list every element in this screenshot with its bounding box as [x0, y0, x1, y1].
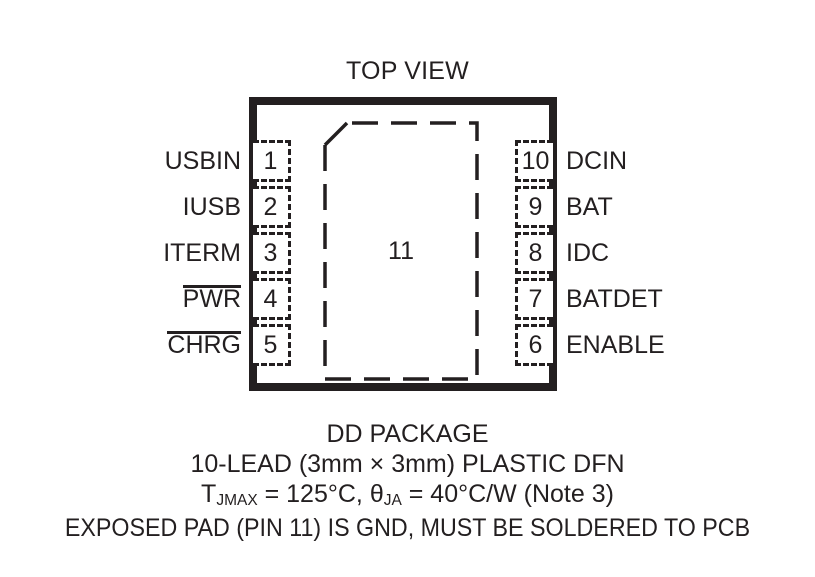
pin-label-chrg: CHRG	[167, 324, 241, 366]
caption-package-description: 10-LEAD (3mm × 3mm) PLASTIC DFN	[190, 450, 625, 478]
caption-exposed-pad-note: EXPOSED PAD (PIN 11) IS GND, MUST BE SOL…	[64, 514, 751, 542]
thermal-theta-subscript: JA	[383, 492, 402, 510]
pin-label-batdet-text: BATDET	[566, 285, 663, 313]
pin-label-dcin-text: DCIN	[566, 147, 628, 175]
pin-label-iusb: IUSB	[183, 186, 241, 228]
pin-pad-9: 9	[515, 186, 553, 228]
page-title: TOP VIEW	[346, 57, 469, 85]
pin-label-iusb-text: IUSB	[182, 193, 241, 221]
pin-label-iterm: ITERM	[163, 232, 241, 274]
pin-pad-4: 4	[253, 278, 291, 320]
pin-label-idc: IDC	[566, 232, 609, 274]
pin-label-enable: ENABLE	[566, 324, 665, 366]
pin-pad-5: 5	[253, 324, 291, 366]
exposed-pad-dashed-shape	[323, 121, 479, 381]
exposed-pad-outline: 11	[323, 121, 479, 381]
pin-label-usbin-text: USBIN	[164, 147, 241, 175]
pin-pad-8: 8	[515, 232, 553, 274]
pin-label-dcin: DCIN	[566, 140, 627, 182]
pin-pad-3: 3	[253, 232, 291, 274]
pin-label-idc-text: IDC	[566, 239, 610, 267]
pin-pad-6: 6	[515, 324, 553, 366]
thermal-theta-symbol: θ	[369, 480, 384, 508]
thermal-tj-value: = 125°C,	[257, 480, 370, 508]
pin-label-pwr-text: PWR	[182, 278, 242, 320]
pin-label-enable-text: ENABLE	[566, 331, 665, 359]
thermal-tj-subscript: JMAX	[216, 492, 258, 510]
pin-label-pwr: PWR	[182, 278, 242, 320]
caption-package-name: DD PACKAGE	[326, 420, 489, 448]
pin-label-bat: BAT	[566, 186, 613, 228]
thermal-tj-symbol: T	[201, 480, 217, 508]
package-diagram: 11 1 2 3 4 5 10 9 8 7 6	[249, 97, 557, 391]
pin-label-batdet: BATDET	[566, 278, 663, 320]
pin-pad-2: 2	[253, 186, 291, 228]
pin-label-usbin: USBIN	[165, 140, 241, 182]
pin-label-iterm-text: ITERM	[163, 239, 241, 267]
thermal-theta-value: = 40°C/W (Note 3)	[401, 480, 614, 508]
pin-label-bat-text: BAT	[566, 193, 613, 221]
caption-thermal-specs: TJMAX = 125°C, θJA = 40°C/W (Note 3)	[0, 479, 815, 513]
pin-pad-1: 1	[253, 140, 291, 182]
package-caption: DD PACKAGE 10-LEAD (3mm × 3mm) PLASTIC D…	[0, 419, 815, 543]
pin-pad-7: 7	[515, 278, 553, 320]
pin-pad-10: 10	[515, 140, 553, 182]
exposed-pad-number: 11	[388, 236, 414, 265]
pin-label-chrg-text: CHRG	[167, 324, 241, 366]
